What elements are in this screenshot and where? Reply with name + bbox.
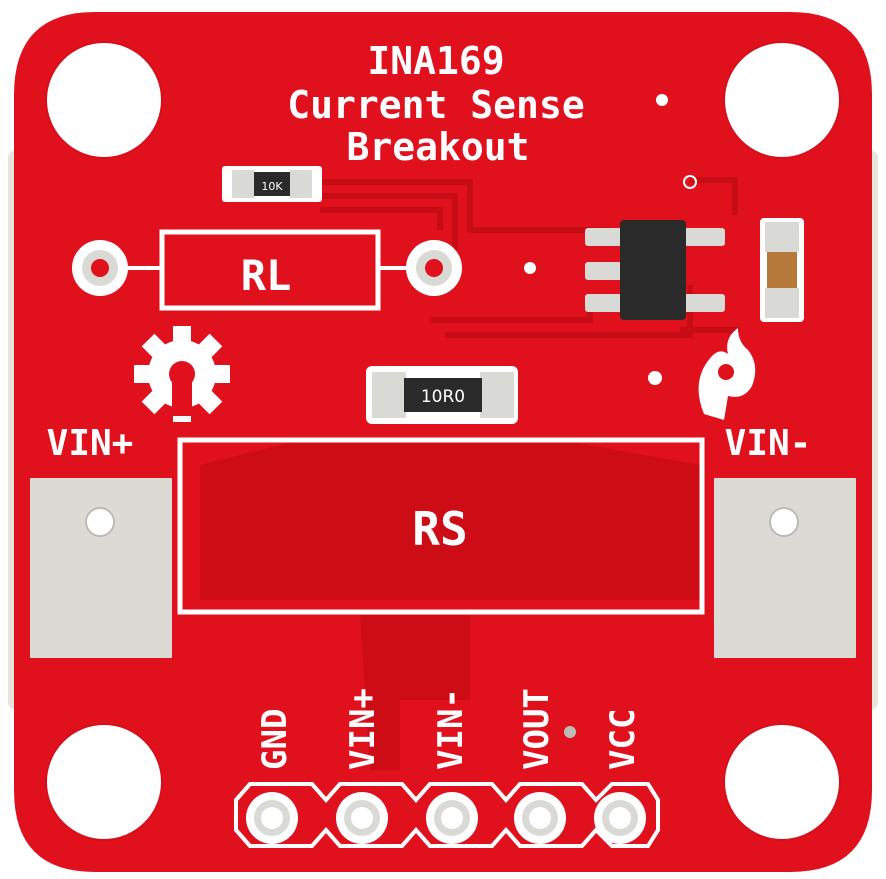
load-resistor-footprint: [72, 229, 462, 311]
vin-minus-pad: [714, 478, 856, 658]
sense-resistor-10r0: 10R0: [366, 366, 518, 424]
pin-label-vcc: VCC: [603, 709, 643, 770]
mounting-holes: [45, 41, 841, 841]
copper-pour: [200, 440, 700, 600]
pin-header: [234, 782, 660, 848]
open-hardware-gear-icon: [134, 326, 230, 422]
board-title: INA169: [367, 39, 504, 83]
smd-resistor-10k: 10K: [222, 166, 322, 202]
sparkfun-flame-icon: [698, 328, 756, 420]
vin-minus-label: VIN-: [725, 423, 812, 464]
ina169-chip: [585, 220, 725, 320]
via: [683, 175, 697, 189]
board-subtitle: Current Sense: [287, 83, 584, 127]
rs-outline: [177, 437, 705, 615]
pin-label-gnd: GND: [255, 709, 295, 770]
pin-label-vin-minus: VIN-: [431, 688, 471, 770]
vin-plus-label: VIN+: [47, 423, 134, 464]
fiducial-dot: [656, 94, 668, 106]
pin-label-vin-plus: VIN+: [343, 688, 383, 770]
resistor-10k-marking: 10K: [261, 180, 283, 193]
smd-capacitor: [760, 218, 804, 322]
board-subtitle-2: Breakout: [346, 125, 529, 169]
via: [564, 726, 576, 738]
rs-label: RS: [412, 502, 467, 556]
sense-resistor-marking: 10R0: [421, 387, 465, 407]
copper-pour-pins: [360, 615, 470, 770]
pin-holes: [246, 792, 646, 844]
pin-label-vout: VOUT: [517, 688, 557, 770]
via: [648, 371, 662, 385]
vin-plus-pad: [30, 478, 172, 658]
via: [524, 262, 536, 274]
rl-label: RL: [241, 251, 292, 300]
